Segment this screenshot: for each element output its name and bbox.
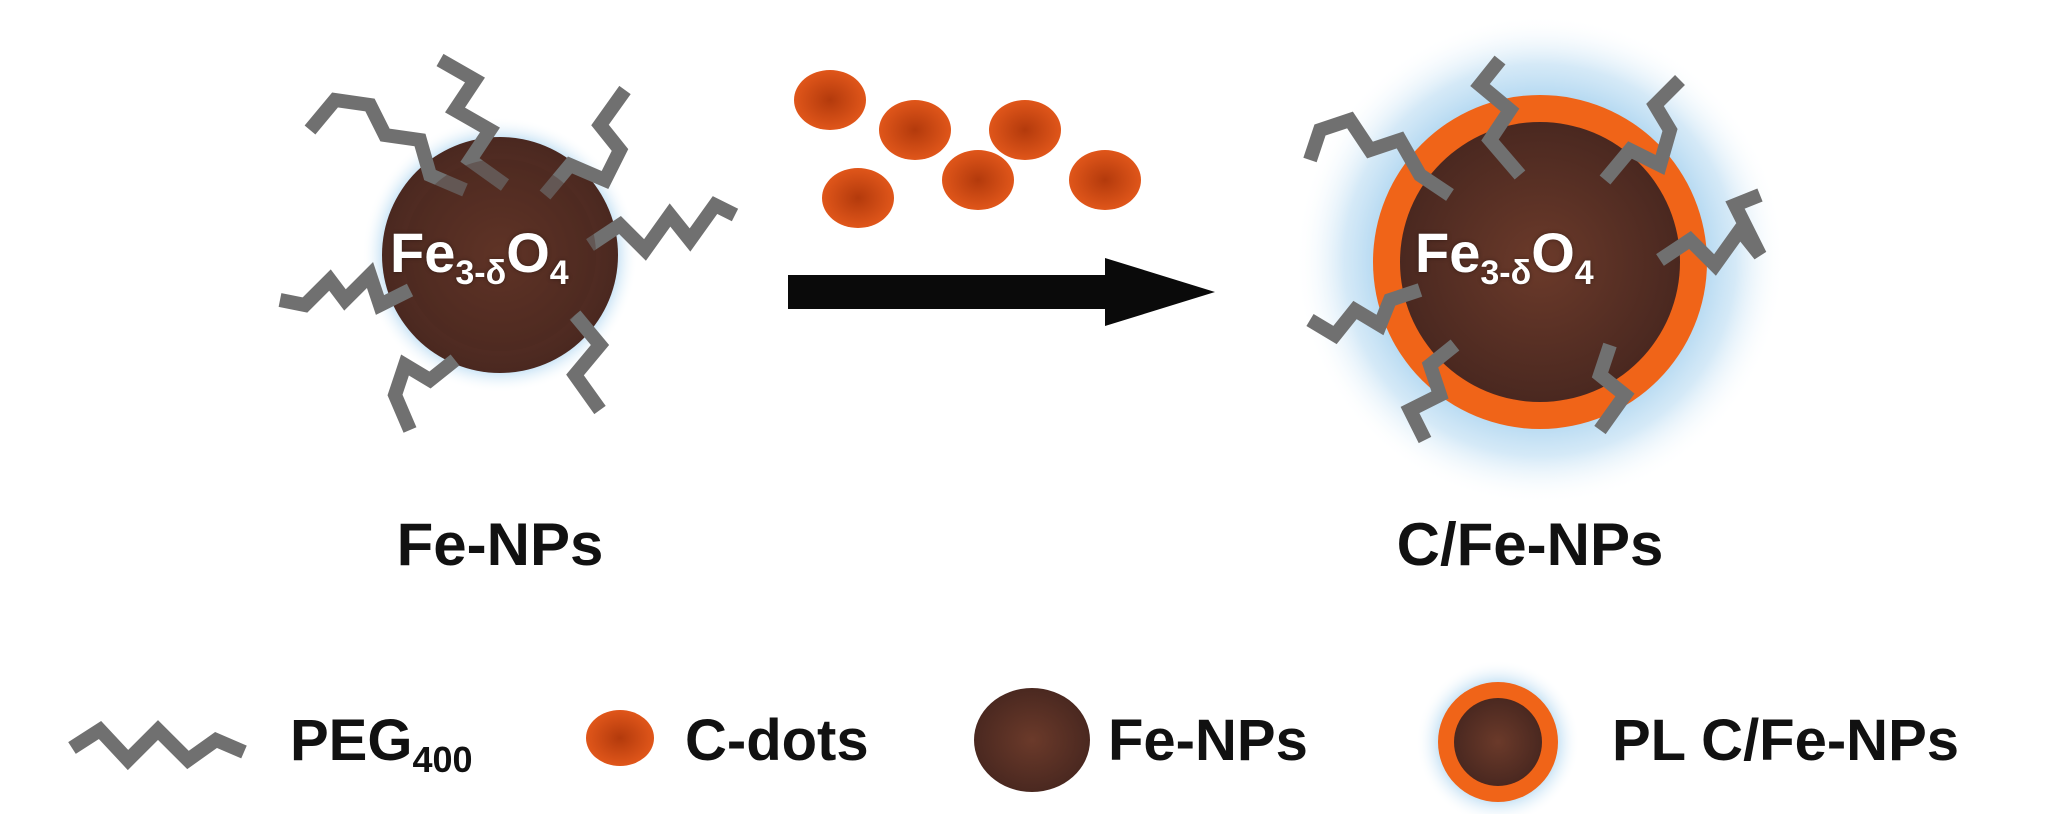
peg-chain-icon xyxy=(68,720,247,771)
peg-chain xyxy=(566,310,610,415)
formula-fe: Fe xyxy=(1415,221,1481,284)
fe-np-core-front xyxy=(404,159,596,351)
formula-o: O xyxy=(1531,221,1575,284)
formula-fe: Fe xyxy=(390,221,456,284)
peg-chain xyxy=(1599,75,1685,185)
peg-chain xyxy=(1656,188,1767,276)
pl-c-fe-np-icon xyxy=(1416,660,1580,814)
legend-icons xyxy=(68,660,1580,814)
formula-sub-o: 4 xyxy=(1574,254,1594,292)
c-dot xyxy=(989,100,1061,160)
legend-fenps-label: Fe-NPs xyxy=(1108,708,1308,773)
formula-sub-o: 4 xyxy=(549,254,569,292)
c-fe-np-core xyxy=(1400,122,1680,402)
peg-chains-right xyxy=(1303,55,1767,444)
peg-chains-left xyxy=(278,53,739,433)
formula-sub-fe: 3-δ xyxy=(1480,254,1532,292)
peg-chain xyxy=(1470,55,1526,180)
c-dot-icon xyxy=(586,710,654,766)
c-fe-np-caption: C/Fe-NPs xyxy=(1396,511,1664,578)
c-fe-np-particle xyxy=(1295,15,1785,505)
peg-chain xyxy=(1400,339,1460,444)
c-dots-group xyxy=(794,70,1141,228)
arrow-shaft xyxy=(788,275,1118,309)
c-dot xyxy=(1069,150,1141,210)
c-dot xyxy=(822,168,894,228)
legend-peg-label: PEG400 xyxy=(290,712,473,778)
fe-np-core-formula: Fe3-δO4 xyxy=(390,225,569,291)
peg-chain xyxy=(304,92,468,197)
peg-chain xyxy=(586,196,739,261)
peg-chain xyxy=(1303,111,1454,201)
fe-np-particle xyxy=(278,53,739,433)
c-dot xyxy=(794,70,866,130)
fe-np-caption: Fe-NPs xyxy=(396,511,604,578)
peg-chain xyxy=(539,85,631,200)
peg-chain xyxy=(1591,342,1635,435)
peg-chain xyxy=(1306,283,1423,345)
formula-o: O xyxy=(506,221,550,284)
legend-plcfenps-label: PL C/Fe-NPs xyxy=(1612,708,1960,773)
legend-cdots-label: C-dots xyxy=(685,708,869,773)
peg-chain xyxy=(278,262,414,315)
c-fe-np-core-formula: Fe3-δO4 xyxy=(1415,225,1594,291)
reaction-arrow xyxy=(788,258,1215,326)
fe-np-icon xyxy=(974,688,1090,792)
c-dot xyxy=(879,100,951,160)
fe-np-core xyxy=(382,137,618,373)
legend-peg-main: PEG xyxy=(290,708,413,773)
legend-peg-sub: 400 xyxy=(412,739,473,780)
peg-chain xyxy=(387,354,460,433)
peg-chain xyxy=(436,53,510,191)
c-dot xyxy=(942,150,1014,210)
formula-sub-fe: 3-δ xyxy=(455,254,507,292)
arrow-head xyxy=(1105,258,1215,326)
